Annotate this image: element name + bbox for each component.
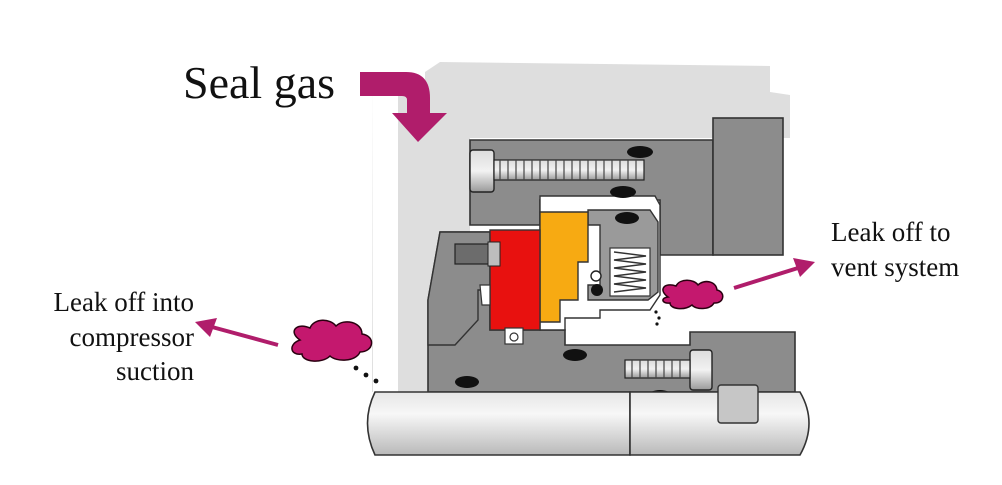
shaft-key bbox=[717, 384, 759, 424]
leak-off-suction-line-1: Leak off into bbox=[53, 287, 194, 317]
housing-right-block bbox=[712, 117, 784, 256]
leak-off-vent-line-2: vent system bbox=[831, 251, 960, 282]
leak-cloud-vent bbox=[662, 279, 724, 310]
leak-off-vent-label: Leak off to vent system bbox=[831, 215, 959, 284]
leak-off-vent-line-1: Leak off to bbox=[831, 217, 951, 247]
leak-off-suction-line-2: compressor bbox=[69, 321, 194, 352]
vent-arrow bbox=[733, 258, 815, 290]
seal-gas-label: Seal gas bbox=[183, 57, 336, 108]
o-ring bbox=[627, 146, 653, 158]
o-ring bbox=[455, 376, 479, 388]
o-ring bbox=[615, 212, 639, 224]
leak-cloud-suction bbox=[291, 319, 373, 362]
o-ring-small-black bbox=[591, 284, 603, 296]
cap-screw-upper bbox=[469, 149, 495, 193]
o-ring-small bbox=[590, 270, 602, 282]
suction-arrow bbox=[195, 318, 279, 347]
o-ring bbox=[563, 349, 587, 361]
stationary-ring bbox=[539, 211, 589, 323]
cap-screw-lower bbox=[689, 349, 713, 391]
o-ring bbox=[610, 186, 636, 198]
seal-gas-arrow bbox=[360, 72, 447, 142]
ring-notch bbox=[504, 327, 524, 345]
spring-icon bbox=[613, 251, 647, 293]
compressor-shaft bbox=[366, 391, 631, 456]
drive-pin bbox=[454, 243, 494, 265]
leak-off-suction-line-3: suction bbox=[116, 356, 194, 387]
leak-off-suction-label: Leak off into compressor suction bbox=[22, 285, 194, 389]
